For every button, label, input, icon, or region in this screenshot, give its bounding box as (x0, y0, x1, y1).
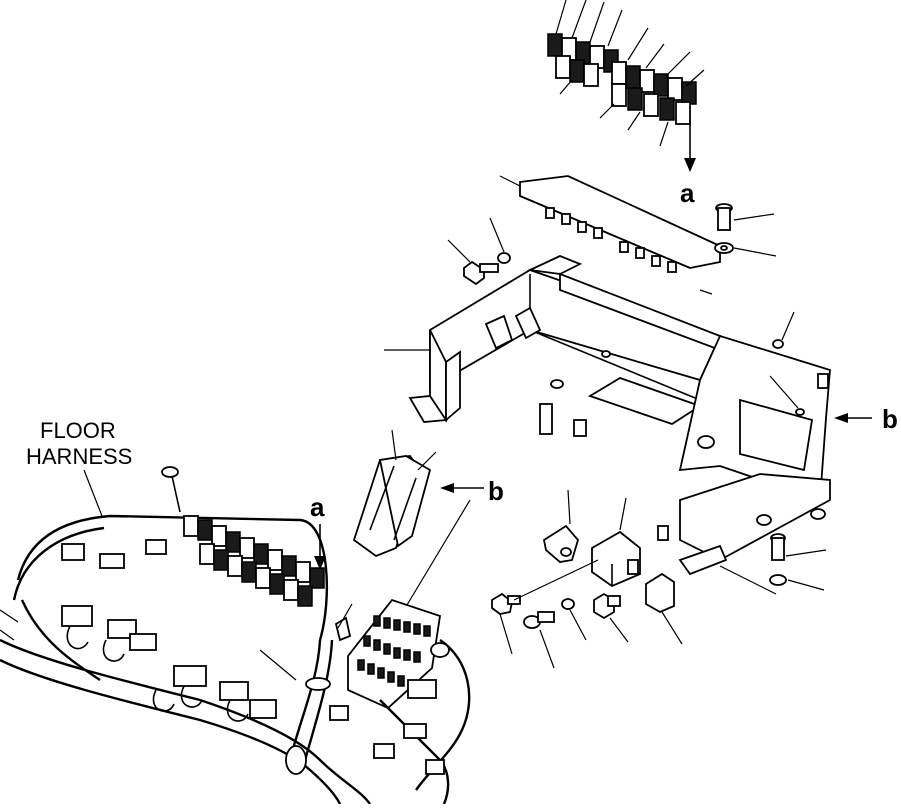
fuse-box-cover (352, 429, 437, 558)
leader-line-fusebox (403, 499, 471, 611)
grommet (593, 592, 629, 643)
socket-tabs (545, 207, 677, 273)
relay-group-top (547, 0, 705, 172)
arrow-to-a-bottom (314, 524, 326, 570)
ref-a-top: a (680, 178, 695, 208)
bolt-top-right (715, 203, 775, 231)
flasher-unit (591, 497, 641, 588)
ref-b-middle: b (488, 476, 504, 506)
relay-row-right (611, 61, 697, 125)
ref-b-right: b (882, 404, 898, 434)
washer-top-right (714, 242, 777, 257)
leader-line-harness (259, 649, 297, 681)
washer-top-left (489, 217, 511, 264)
arrow-to-b-right (834, 413, 872, 423)
screw-small-left (491, 592, 521, 655)
harness-loops (66, 625, 249, 722)
harness-connectors (61, 539, 450, 775)
relay-socket-bracket (499, 175, 721, 295)
clip-connector (542, 489, 580, 563)
side-panel (678, 311, 831, 502)
leader-line-floor-harness (83, 469, 103, 517)
fuse-slots (357, 615, 431, 687)
relay-row-left (547, 33, 619, 87)
label-harness: HARNESS (26, 444, 132, 469)
bolt-top-left (447, 239, 499, 286)
ref-a-bottom: a (310, 492, 325, 522)
harness-relay-row (183, 515, 325, 607)
floor-harness (0, 466, 471, 805)
harness-ties (161, 466, 331, 775)
leader-line-fuse (513, 559, 599, 601)
main-bracket (384, 255, 722, 437)
washer-small (561, 598, 587, 641)
label-floor: FLOOR (40, 418, 116, 443)
arrow-to-b-middle (440, 483, 484, 493)
lower-mount-bracket (657, 473, 831, 595)
relay-leader-lines (555, 0, 705, 147)
arrow-to-a-top (684, 120, 696, 172)
bolt-lower-right (770, 533, 827, 561)
washer-lower-right (769, 574, 825, 591)
relay-small (645, 572, 683, 645)
bolt-small (523, 611, 555, 669)
